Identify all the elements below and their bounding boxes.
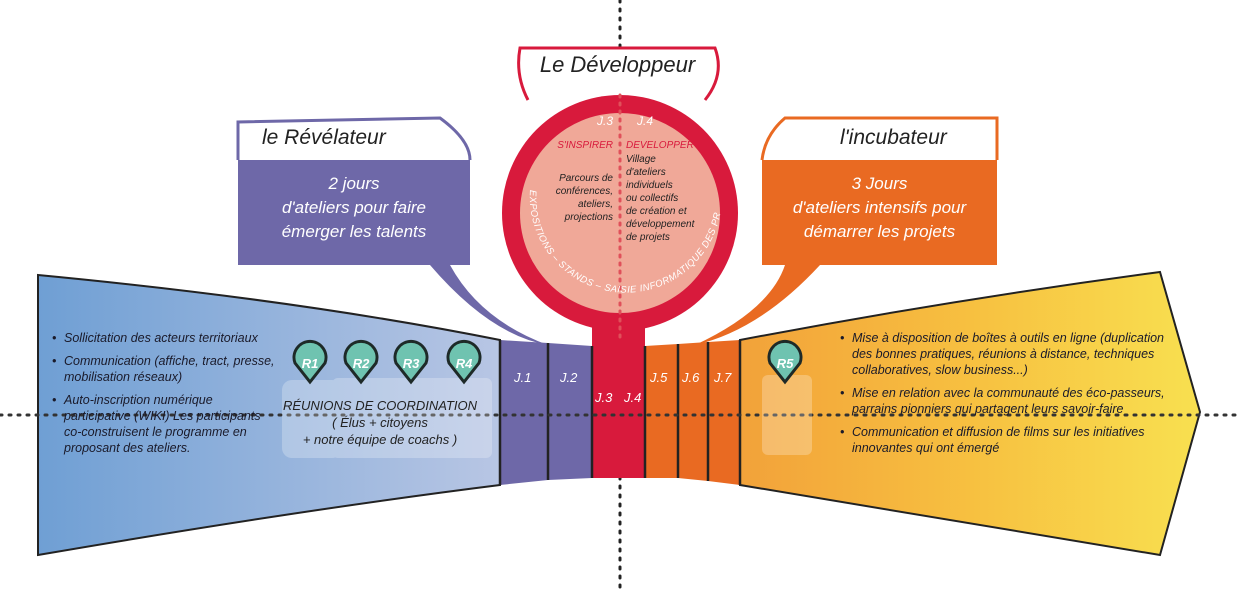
line: RÉUNIONS DE COORDINATION <box>282 398 478 413</box>
line: ou collectifs <box>626 193 679 204</box>
day-label-j2: J.2 <box>560 370 578 385</box>
list-item: Communication (affiche, tract, presse, m… <box>52 353 277 385</box>
day-column-j3-j4 <box>592 320 645 478</box>
line: 3 Jours <box>851 174 908 193</box>
line: + notre équipe de coachs ) <box>302 432 458 447</box>
incubateur-title: l'incubateur <box>840 126 947 149</box>
line: d'ateliers intensifs pour <box>792 198 967 217</box>
line: de création et <box>626 206 687 217</box>
inspirer-text: Parcours de conférences, ateliers, proje… <box>530 172 613 224</box>
day-label-j1: J.1 <box>514 370 532 385</box>
meeting-markers: R1 R2 R3 R4 R5 <box>292 340 803 385</box>
marker-pin-icon <box>767 340 803 385</box>
day-column-j1 <box>500 340 548 485</box>
day-column-j7 <box>708 340 740 485</box>
line: projections <box>564 212 613 223</box>
marker-label: R1 <box>302 356 319 371</box>
marker-pin-icon <box>343 340 379 385</box>
inspirer-heading: S'INSPIRER <box>557 140 613 151</box>
line: développement <box>626 219 695 230</box>
marker-pin-icon <box>393 340 429 385</box>
line: ateliers, <box>577 199 613 210</box>
day-label-j4: J.4 <box>637 114 654 128</box>
incubateur-header <box>760 116 999 161</box>
developpeur-inner <box>520 113 720 313</box>
preparation-list: Sollicitation des acteurs territoriaux C… <box>52 330 277 463</box>
line: conférences, <box>555 186 613 197</box>
developper-text: Village d'ateliers individuels ou collec… <box>626 153 716 244</box>
day-label-j3: J.3 <box>595 390 613 405</box>
revelateur-header <box>236 116 472 161</box>
line: démarrer les projets <box>803 222 956 241</box>
day-label-j3: J.3 <box>596 114 613 128</box>
line: de projets <box>626 232 670 243</box>
incubateur-bubble <box>695 160 997 345</box>
day-label-j4: J.4 <box>624 390 642 405</box>
follow-up-list: Mise à disposition de boîtes à outils en… <box>840 330 1170 463</box>
line: d'ateliers pour faire <box>281 198 427 217</box>
day-column-j6 <box>678 342 708 481</box>
marker-label: R5 <box>777 356 794 371</box>
line: ( Élus + citoyens <box>332 415 428 430</box>
line: Parcours de <box>559 173 613 184</box>
list-item: Auto-inscription numérique participative… <box>52 392 277 456</box>
day-column-j2 <box>548 343 592 480</box>
developper-heading: DEVELOPPER <box>626 140 694 151</box>
developpeur-header <box>517 46 720 101</box>
marker-label: R2 <box>353 356 370 371</box>
line: Village <box>626 154 656 165</box>
incubateur-description: 3 Jours d'ateliers intensifs pour démarr… <box>762 172 997 244</box>
day-label-j6: J.6 <box>682 370 700 385</box>
marker-label: R4 <box>456 356 473 371</box>
developpeur-title: Le Développeur <box>539 52 696 77</box>
line: 2 jours <box>328 174 380 193</box>
list-item: Sollicitation des acteurs territoriaux <box>52 330 277 346</box>
day-column-j5 <box>645 344 678 478</box>
column-dividers <box>498 340 742 485</box>
line: émerger les talents <box>281 222 427 241</box>
marker-label: R3 <box>403 356 420 371</box>
list-item: Mise à disposition de boîtes à outils en… <box>840 330 1170 378</box>
meeting-cards <box>282 375 812 458</box>
revelateur-bubble <box>238 160 548 345</box>
list-item: Mise en relation avec la communauté des … <box>840 385 1170 417</box>
marker-pin-icon <box>446 340 482 385</box>
line: d'ateliers <box>626 167 666 178</box>
revelateur-description: 2 jours d'ateliers pour faire émerger le… <box>238 172 470 244</box>
meetings-text: RÉUNIONS DE COORDINATION ( Élus + citoye… <box>270 397 490 448</box>
day-label-j5: J.5 <box>650 370 668 385</box>
day-label-j7: J.7 <box>714 370 732 385</box>
line: individuels <box>626 180 673 191</box>
marker-pin-icon <box>292 340 328 385</box>
revelateur-title: le Révélateur <box>262 126 386 149</box>
list-item: Communication et diffusion de films sur … <box>840 424 1170 456</box>
